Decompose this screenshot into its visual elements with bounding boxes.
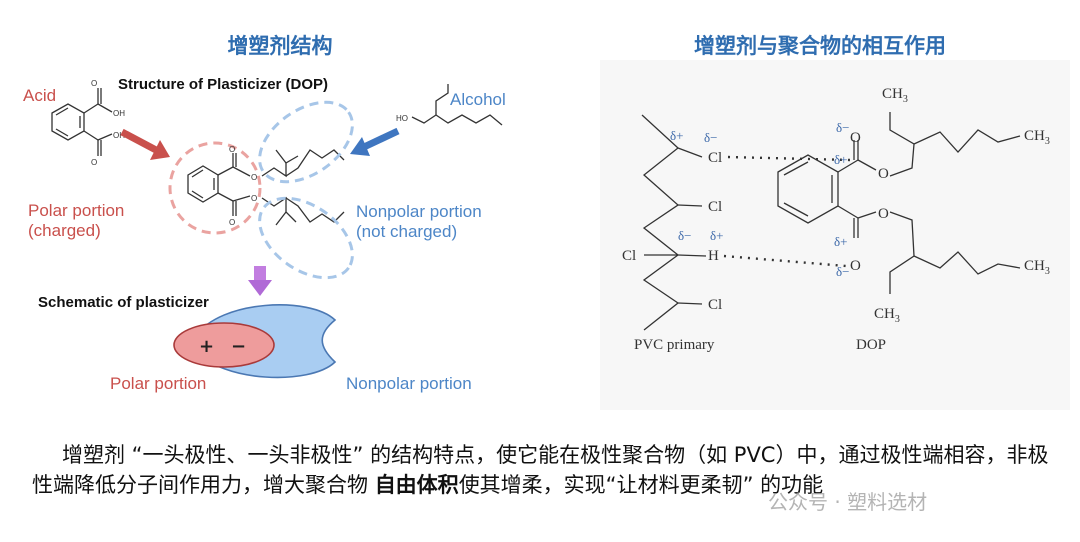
dop-o-ester-top: O — [251, 173, 257, 182]
delta-plus-h: δ+ — [710, 228, 723, 243]
alcohol-molecule — [411, 84, 503, 126]
polar-portion-label: Polar portion (charged) — [28, 201, 124, 241]
plasticizer-structure-diagram: O OH O OH O O O O — [51, 79, 503, 379]
acid-o-top: O — [91, 79, 97, 88]
ch3-right-upper-sub: 3 — [1045, 136, 1050, 147]
dop-structure — [777, 112, 1021, 294]
blue-arrow — [350, 127, 400, 156]
dop-molecule — [187, 149, 345, 226]
nonpolar-dashed-ellipse-bottom — [258, 196, 354, 280]
pvc-chain — [641, 114, 707, 331]
alcohol-label: Alcohol — [450, 90, 506, 109]
polar-portion-line2: (charged) — [28, 221, 101, 240]
delta-minus-cl1: δ− — [704, 130, 717, 145]
pvc-dop-interaction-diagram: Cl Cl Cl H Cl PVC primary δ+ δ− δ− δ+ O … — [600, 60, 1070, 410]
polar-portion-line1: Polar portion — [28, 201, 125, 220]
ch3-right-lower-main: CH — [1024, 258, 1045, 274]
schematic-polar-label: Polar portion — [110, 374, 207, 393]
dop-o-ester-bottom: O — [251, 194, 257, 203]
ch3-right-lower: CH3 — [1024, 258, 1050, 277]
ch3-bottom-sub: 3 — [895, 314, 900, 325]
acid-molecule — [51, 88, 113, 156]
dop-label: DOP — [856, 337, 886, 353]
pvc-cl-1: Cl — [708, 150, 722, 166]
acid-o-bottom: O — [91, 158, 97, 167]
plus-sign: + — [199, 336, 214, 357]
delta-plus-c1: δ+ — [670, 128, 683, 143]
polar-dashed-circle — [168, 141, 262, 235]
pvc-cl-3: Cl — [622, 248, 636, 264]
delta-minus-o-lower: δ− — [836, 264, 849, 279]
caption-part2: 使其增柔，实现“让材料更柔韧” 的功能 — [458, 473, 824, 497]
right-panel-title: 增塑剂与聚合物的相互作用 — [694, 34, 946, 58]
pvc-h: H — [708, 248, 719, 264]
ch3-top-sub: 3 — [903, 94, 908, 105]
schematic-title: Schematic of plasticizer — [38, 294, 209, 311]
dop-o-lower-carbonyl: O — [850, 258, 861, 274]
purple-down-arrow — [248, 266, 272, 296]
acid-oh-bottom: OH — [113, 131, 125, 140]
dop-o-lower-ester: O — [878, 206, 889, 222]
pvc-cl-2: Cl — [708, 199, 722, 215]
diagram-background — [600, 60, 1070, 410]
structure-title: Structure of Plasticizer (DOP) — [118, 76, 329, 93]
caption-part1: 增塑剂 “一头极性、一头非极性” 的结构特点，使它能在极性聚合物（如 PVC）中… — [32, 443, 1049, 497]
dop-o-bottom: O — [229, 218, 235, 227]
nonpolar-portion-label: Nonpolar portion (not charged) — [356, 202, 482, 242]
dop-o-upper-ester: O — [878, 166, 889, 182]
minus-sign: − — [231, 336, 246, 357]
ch3-bottom: CH3 — [874, 306, 900, 325]
ch3-top-main: CH — [882, 86, 903, 102]
acid-oh-top: OH — [113, 109, 125, 118]
delta-minus-c3: δ− — [678, 228, 691, 243]
ch3-top: CH3 — [882, 86, 908, 105]
pvc-cl-4: Cl — [708, 297, 722, 313]
pvc-label: PVC primary — [634, 337, 715, 353]
dop-o-top: O — [229, 145, 235, 154]
dop-o-upper-carbonyl: O — [850, 130, 861, 146]
caption-bold: 自由体积 — [374, 473, 459, 497]
ch3-right-lower-sub: 3 — [1045, 266, 1050, 277]
polar-schematic-shape — [173, 322, 275, 368]
delta-plus-c-upper: δ+ — [834, 152, 847, 167]
nonpolar-dashed-ellipse-top — [258, 100, 354, 184]
delta-plus-c-lower: δ+ — [834, 234, 847, 249]
nonpolar-portion-line1: Nonpolar portion — [356, 202, 482, 221]
delta-minus-o-upper: δ− — [836, 120, 849, 135]
acid-label: Acid — [23, 86, 57, 105]
red-arrow — [120, 128, 170, 160]
ch3-right-upper-main: CH — [1024, 128, 1045, 144]
alcohol-ho: HO — [396, 114, 408, 123]
watermark: 公众号 · 塑料选材 — [768, 490, 928, 514]
ch3-bottom-main: CH — [874, 306, 895, 322]
left-panel-title: 增塑剂结构 — [227, 34, 333, 58]
ch3-right-upper: CH3 — [1024, 128, 1050, 147]
caption-paragraph: 增塑剂 “一头极性、一头非极性” 的结构特点，使它能在极性聚合物（如 PVC）中… — [32, 440, 1052, 500]
schematic-nonpolar-label: Nonpolar portion — [346, 374, 472, 393]
nonpolar-portion-line2: (not charged) — [356, 222, 458, 241]
